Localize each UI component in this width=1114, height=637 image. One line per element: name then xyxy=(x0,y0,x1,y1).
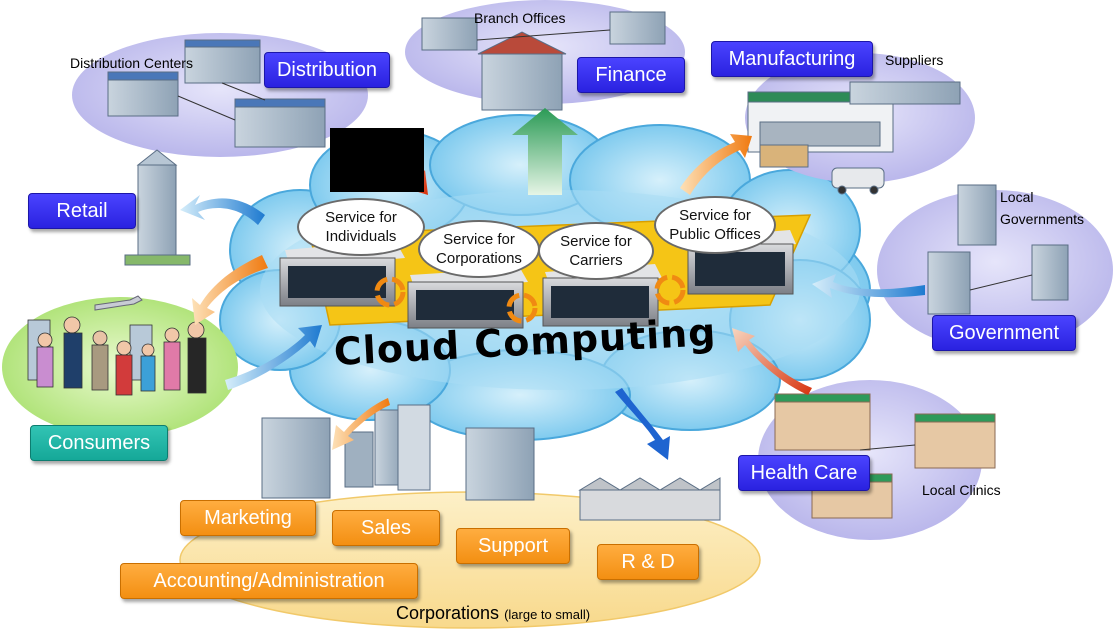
health-care-label: Health Care xyxy=(738,455,870,491)
local-governments-caption: Local Governments xyxy=(1000,186,1084,230)
finance-label: Finance xyxy=(577,57,685,93)
corporations-caption: Corporations (large to small) xyxy=(396,603,590,624)
service-line2: Public Offices xyxy=(669,226,760,243)
service-line2: Carriers xyxy=(569,252,622,269)
service-line1: Service for xyxy=(325,209,397,226)
local-clinics-caption: Local Clinics xyxy=(922,482,1001,498)
corporations-title: Corporations xyxy=(396,603,499,623)
consumers-label: Consumers xyxy=(30,425,168,461)
distribution-label: Distribution xyxy=(264,52,390,88)
black-block xyxy=(330,128,424,192)
service-line1: Service for xyxy=(560,233,632,250)
service-line2: Corporations xyxy=(436,250,522,267)
corporations-subtitle: (large to small) xyxy=(504,607,590,622)
sales-label: Sales xyxy=(332,510,440,546)
manufacturing-label: Manufacturing xyxy=(711,41,873,77)
accounting-administration-label: Accounting/Administration xyxy=(120,563,418,599)
distribution-centers-caption: Distribution Centers xyxy=(70,55,193,71)
support-label: Support xyxy=(456,528,570,564)
branch-offices-caption: Branch Offices xyxy=(474,10,566,26)
service-line1: Service for xyxy=(679,207,751,224)
suppliers-caption: Suppliers xyxy=(885,52,943,68)
government-label: Government xyxy=(932,315,1076,351)
local-governments-line1: Local xyxy=(1000,189,1033,205)
rd-label: R & D xyxy=(597,544,699,580)
local-governments-line2: Governments xyxy=(1000,211,1084,227)
service-line1: Service for xyxy=(443,231,515,248)
retail-label: Retail xyxy=(28,193,136,229)
marketing-label: Marketing xyxy=(180,500,316,536)
service-line2: Individuals xyxy=(326,228,397,245)
